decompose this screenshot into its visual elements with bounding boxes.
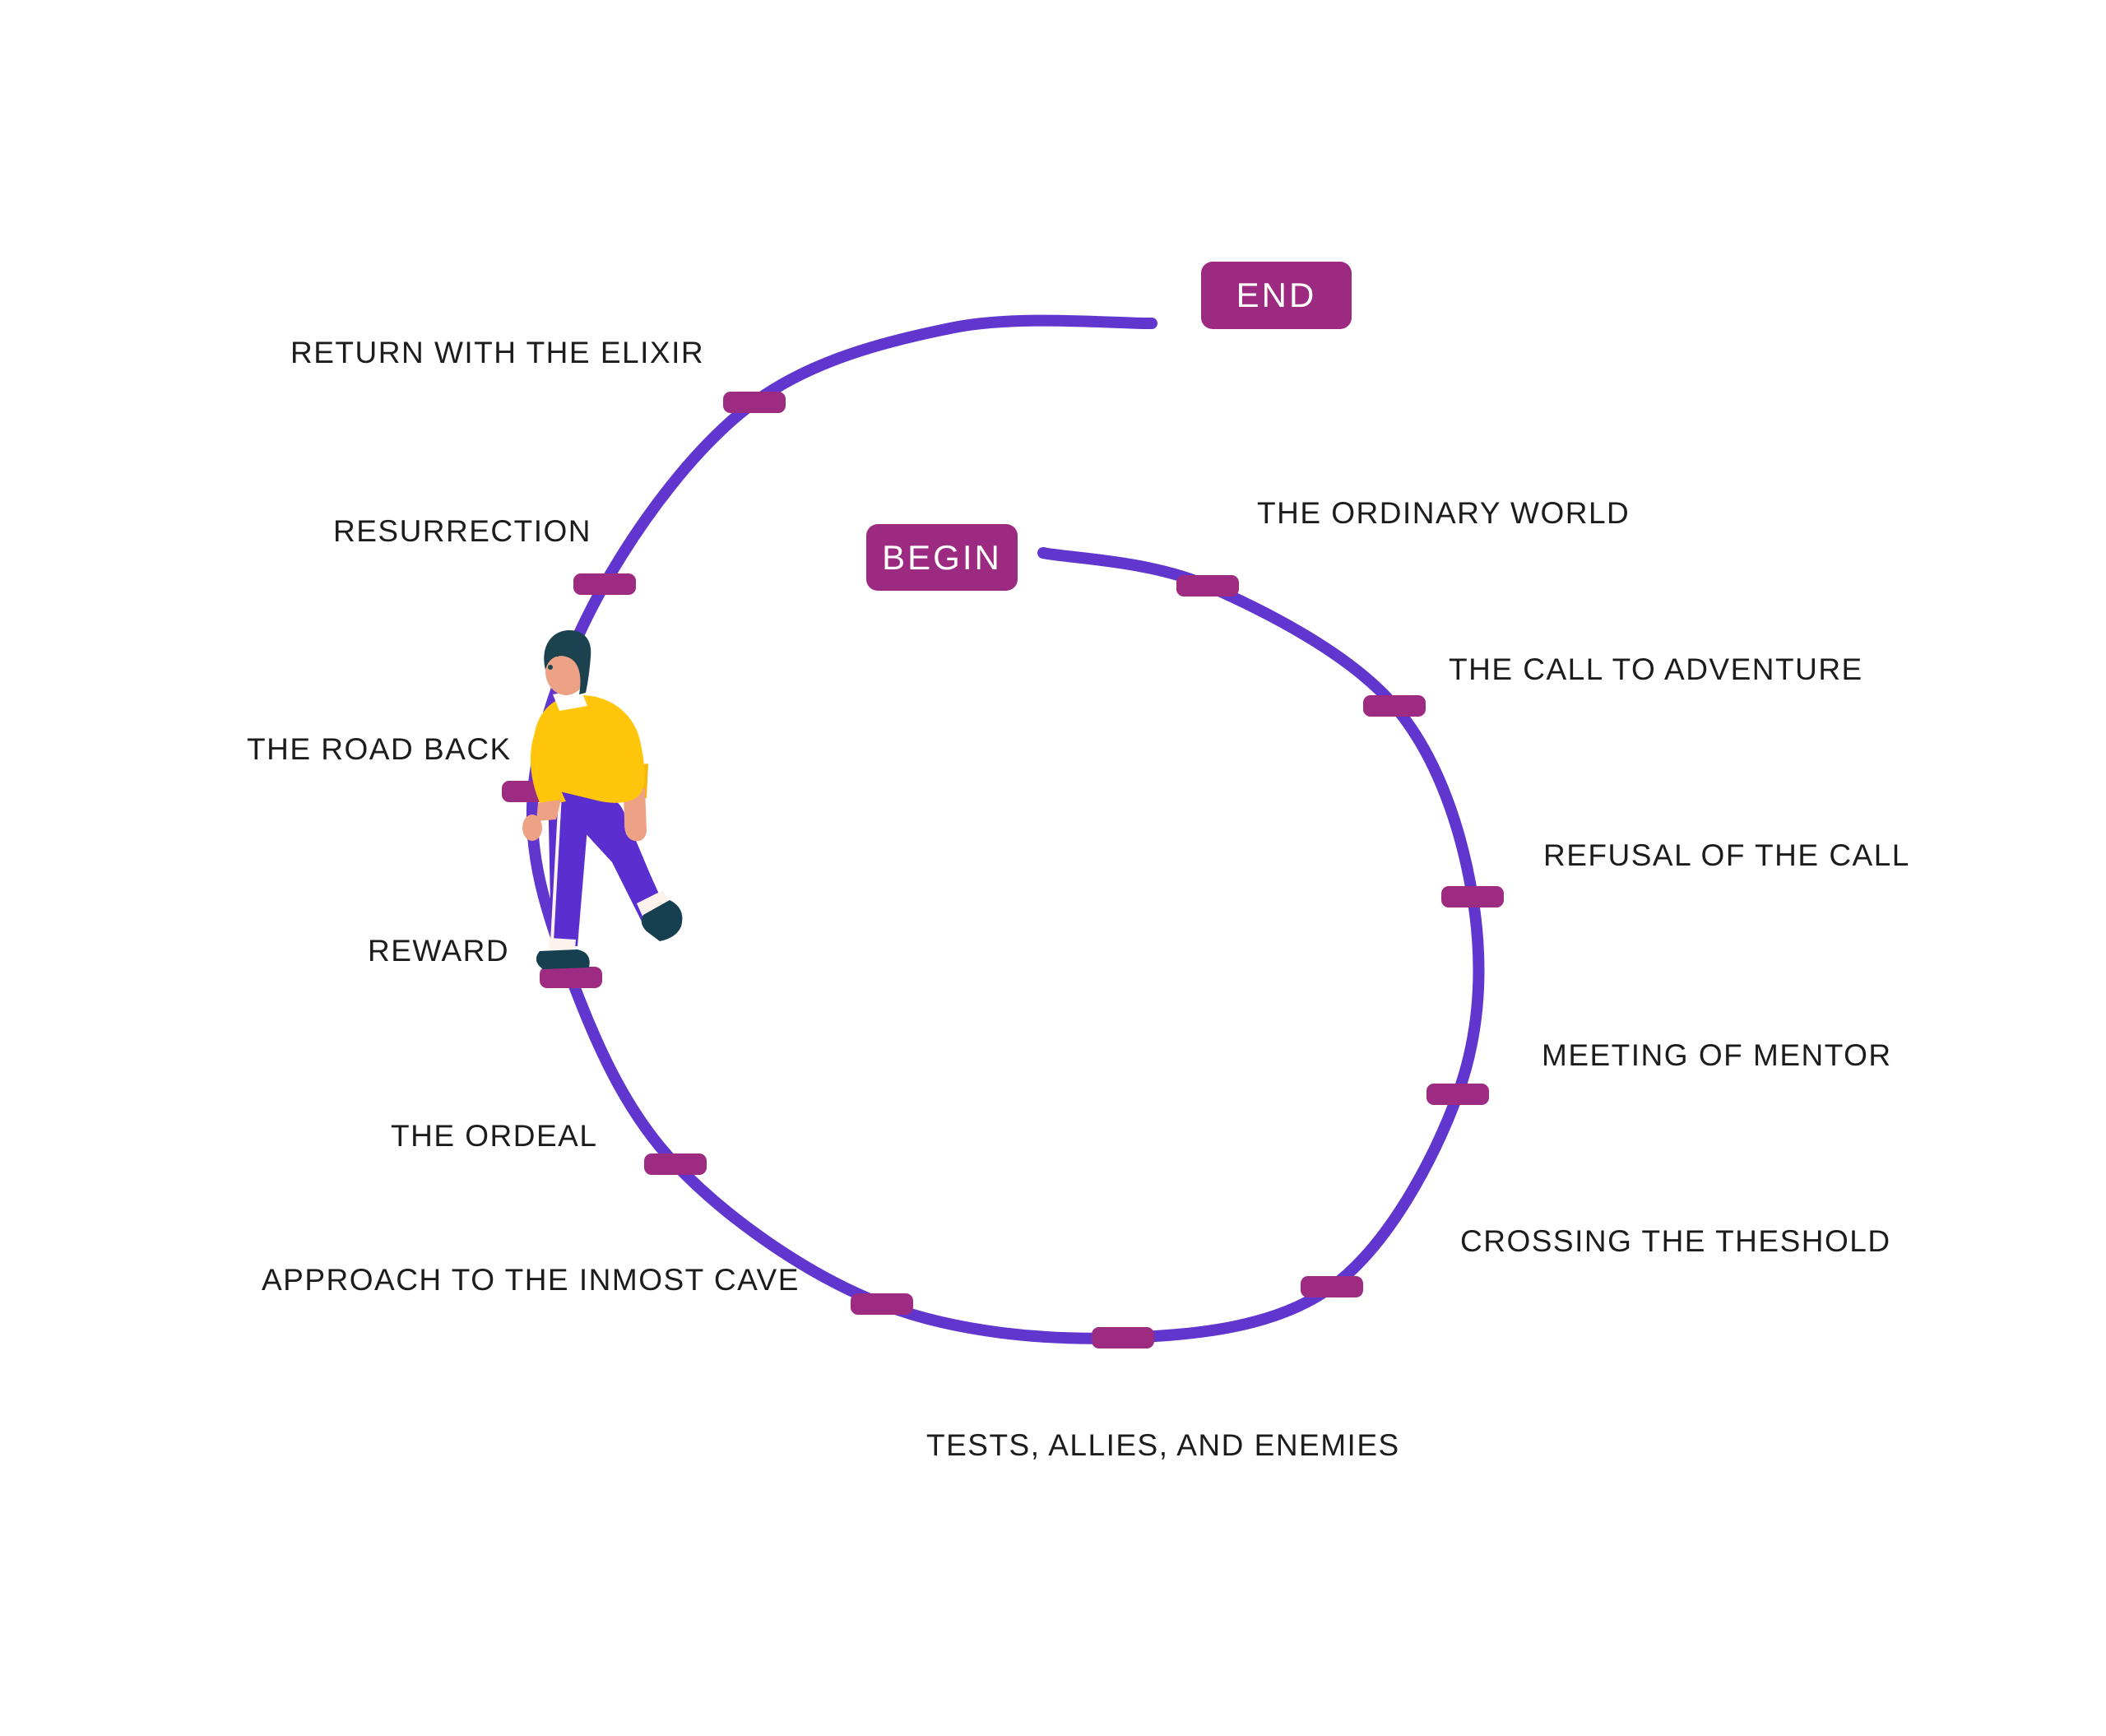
hero-collar — [553, 689, 587, 711]
stage-tick-refusal-of-the-call — [1441, 886, 1504, 907]
hero-far-hand — [624, 788, 647, 842]
hero-front-leg-seam — [550, 793, 562, 943]
stage-label-meeting-of-mentor: MEETING OF MENTOR — [1542, 1038, 1892, 1072]
stage-label-the-ordeal: THE ORDEAL — [391, 1119, 598, 1153]
hero-near-sleeve — [530, 729, 566, 806]
stage-tick-call-to-adventure — [1363, 695, 1426, 717]
stage-tick-approach-inmost-cave — [851, 1293, 913, 1315]
hero-hair — [544, 630, 591, 694]
stage-label-resurrection: RESURRECTION — [333, 514, 592, 548]
stage-label-return-with-elixir: RETURN WITH THE ELIXIR — [290, 336, 705, 369]
stage-label-ordinary-world: THE ORDINARY WORLD — [1257, 496, 1631, 530]
hero-back-shoe — [641, 900, 683, 941]
hero-front-shoe — [536, 949, 590, 969]
stage-tick-meeting-of-mentor — [1426, 1084, 1489, 1105]
begin-button: BEGIN — [866, 524, 1018, 591]
stage-tick-ordinary-world — [1176, 575, 1239, 596]
stage-tick-tests-allies-enemies — [1092, 1327, 1154, 1348]
stage-label-call-to-adventure: THE CALL TO ADVENTURE — [1449, 652, 1863, 686]
hero-near-hand — [522, 815, 542, 841]
stage-label-crossing-the-theshold: CROSSING THE THESHOLD — [1460, 1224, 1891, 1258]
stage-tick-resurrection — [573, 573, 636, 595]
hero-sweater — [532, 694, 645, 803]
stage-tick-crossing-the-theshold — [1301, 1276, 1363, 1297]
hero-near-forearm — [536, 800, 561, 821]
stage-tick-the-ordeal — [644, 1153, 707, 1175]
hero-eye — [548, 665, 553, 670]
hero-illustration — [522, 630, 683, 969]
stage-tick-reward — [540, 967, 602, 988]
stage-label-reward: REWARD — [368, 934, 510, 968]
stage-label-tests-allies-enemies: TESTS, ALLIES, AND ENEMIES — [926, 1428, 1400, 1462]
hero-back-leg — [574, 788, 665, 921]
stage-label-the-road-back: THE ROAD BACK — [247, 732, 512, 766]
journey-path — [526, 314, 1485, 1344]
stage-tick-return-with-elixir — [723, 392, 786, 413]
hero-back-sock — [637, 890, 671, 921]
stage-label-approach-inmost-cave: APPROACH TO THE INMOST CAVE — [262, 1263, 800, 1297]
hero-eyebrow — [547, 653, 559, 659]
stage-label-refusal-of-the-call: REFUSAL OF THE CALL — [1543, 838, 1910, 872]
end-button: END — [1201, 262, 1352, 329]
